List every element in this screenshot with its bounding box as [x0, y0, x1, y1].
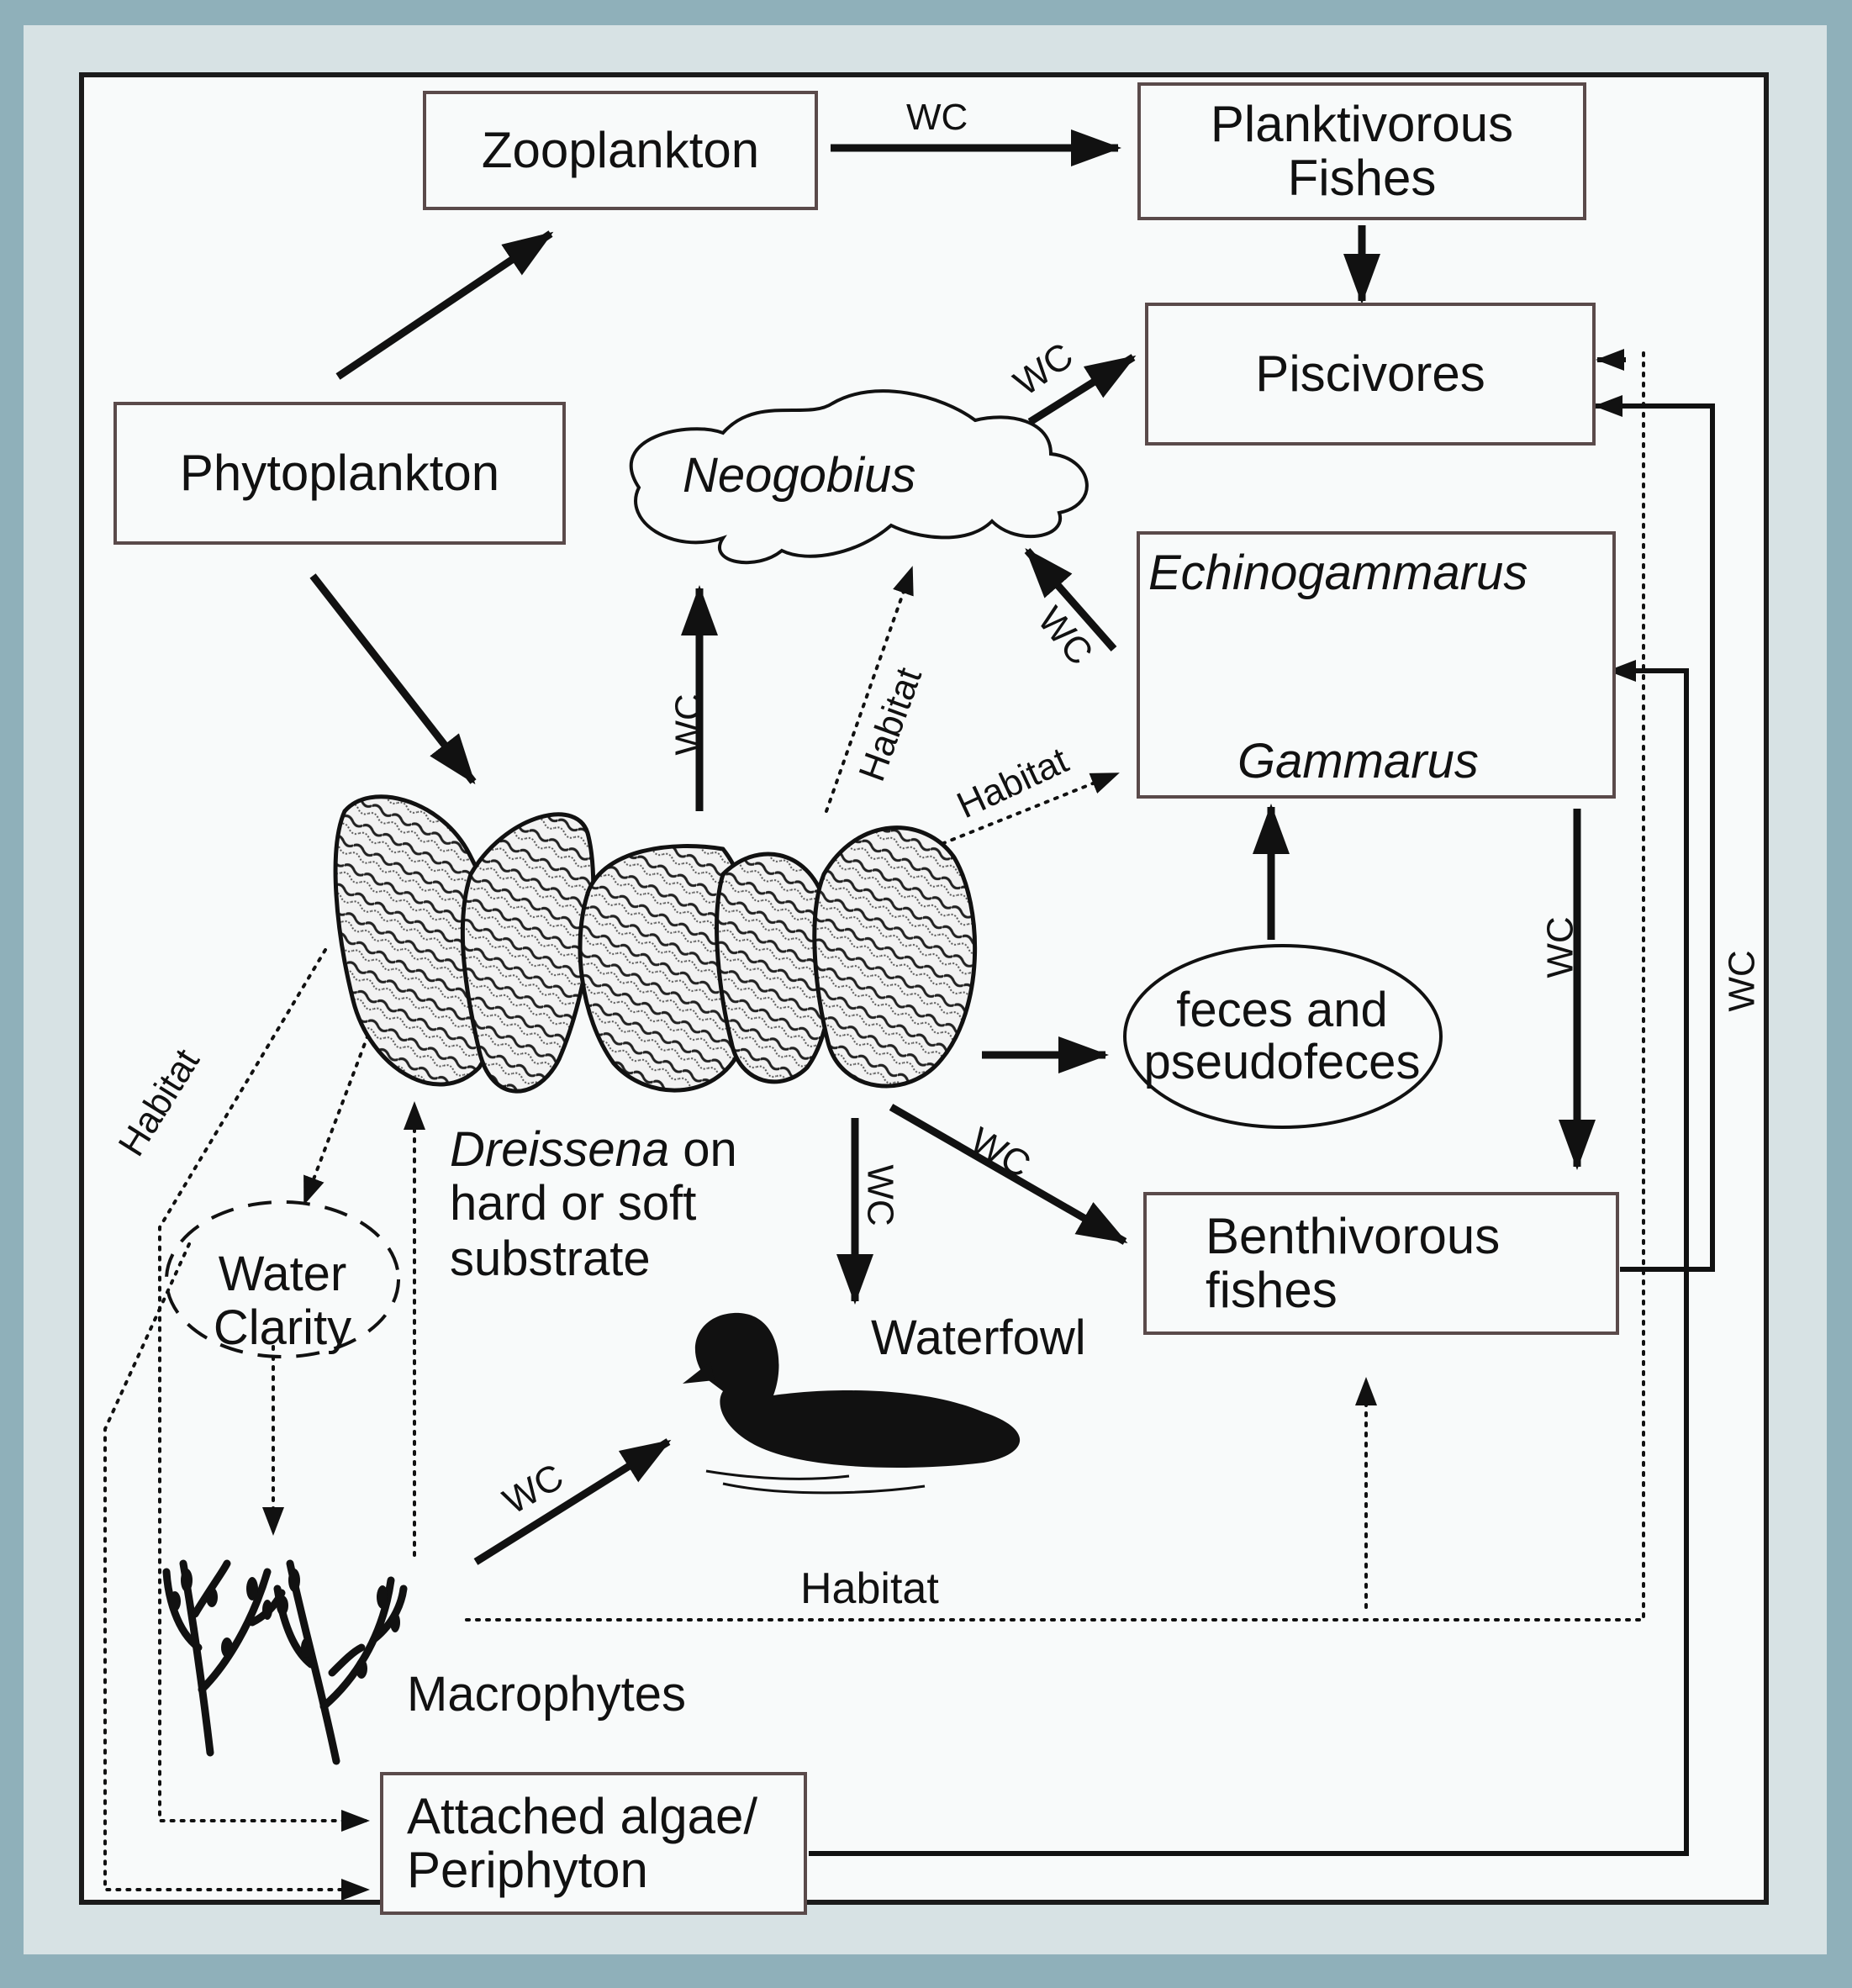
- planktivorous-label-1: Planktivorous: [1211, 98, 1513, 151]
- gammarus-label: Gammarus: [1237, 735, 1479, 788]
- feces-label-1: feces and: [1156, 983, 1408, 1037]
- phytoplankton-label: Phytoplankton: [180, 446, 499, 500]
- dreissena-label-2: hard or soft: [450, 1177, 696, 1231]
- benthivorous-label-2: fishes: [1206, 1263, 1338, 1317]
- dreissena-label-3: substrate: [450, 1232, 651, 1286]
- wc-label-benthivorous-piscivores: WC: [1724, 950, 1761, 1011]
- planktivorous-fishes-box: Planktivorous Fishes: [1137, 82, 1586, 220]
- periphyton-box: Attached algae/ Periphyton: [380, 1772, 807, 1915]
- dreissena-genus: Dreissena: [450, 1122, 669, 1177]
- zooplankton-label: Zooplankton: [482, 124, 759, 177]
- macrophytes-label: Macrophytes: [407, 1668, 686, 1722]
- arrow-habitat-waterclarity: [304, 1026, 372, 1204]
- benthivorous-fishes-box: Benthivorous fishes: [1143, 1192, 1619, 1335]
- waterfowl-label: Waterfowl: [871, 1311, 1086, 1365]
- echinogammarus-label: Echinogammarus: [1148, 546, 1528, 600]
- zooplankton-box: Zooplankton: [423, 91, 818, 210]
- benthivorous-label-1: Benthivorous: [1206, 1210, 1500, 1263]
- wc-label-dreissena-waterfowl: WC: [862, 1164, 899, 1226]
- wc-label-dreissena-neogobius: WC: [671, 693, 708, 755]
- dreissena-label-1: Dreissena on: [450, 1123, 737, 1177]
- piscivores-box: Piscivores: [1145, 303, 1596, 446]
- wc-label-gammarus-benthivorous: WC: [1543, 916, 1580, 978]
- dreissena-on: on: [669, 1122, 737, 1177]
- arrow-phyto-dreissena: [313, 576, 473, 782]
- macrophyte-plant-icon: [166, 1564, 404, 1761]
- periphyton-label-1: Attached algae/: [407, 1790, 757, 1843]
- wc-label-zoo-planktivorous: WC: [906, 99, 968, 136]
- feces-label-2: pseudofeces: [1143, 1036, 1421, 1089]
- periphyton-label-2: Periphyton: [407, 1843, 648, 1897]
- arrow-phyto-zoo: [338, 234, 551, 377]
- planktivorous-label-2: Fishes: [1288, 151, 1437, 205]
- mussel-cluster-icon: [335, 797, 975, 1091]
- piscivores-label: Piscivores: [1255, 347, 1485, 401]
- habitat-label-bottom: Habitat: [800, 1562, 939, 1616]
- water-clarity-label-1: Water: [182, 1247, 383, 1301]
- neogobius-label: Neogobius: [683, 449, 915, 503]
- phytoplankton-box: Phytoplankton: [113, 402, 566, 545]
- water-clarity-label-2: Clarity: [182, 1301, 383, 1355]
